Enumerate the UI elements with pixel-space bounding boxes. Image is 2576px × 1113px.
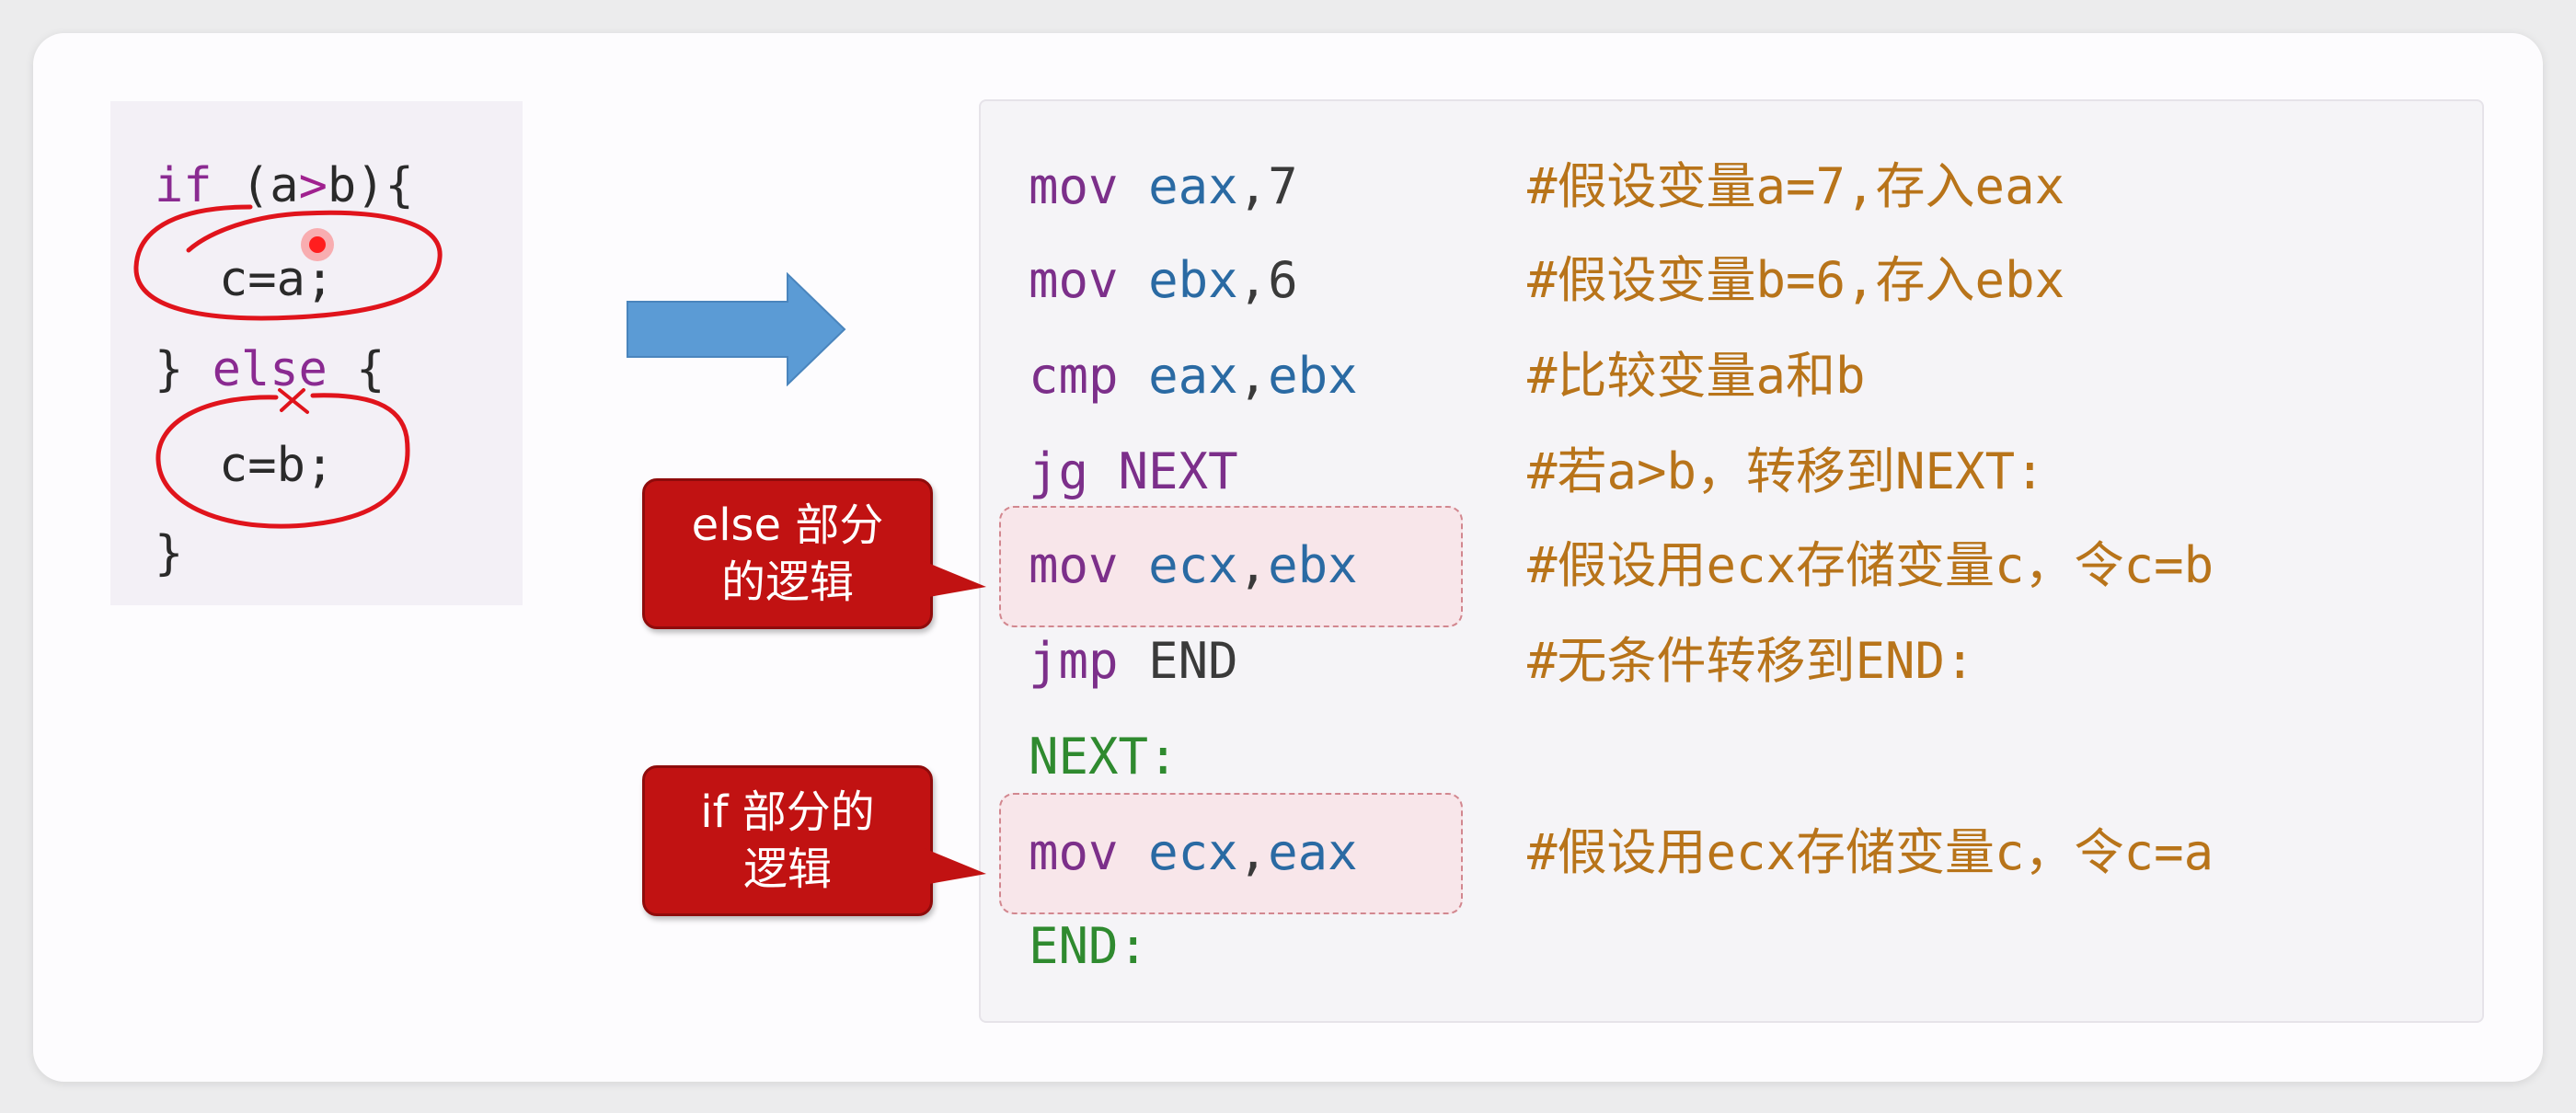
- asm-register: eax: [1148, 157, 1238, 215]
- asm-comment-6: #无条件转移到END:: [1527, 632, 1975, 690]
- keyword-if: if: [155, 158, 213, 213]
- asm-mnemonic: jg: [1029, 442, 1089, 500]
- asm-register: ebx: [1268, 536, 1358, 594]
- if-highlight-box: [999, 793, 1463, 914]
- asm-row-2: mov ebx,6: [1029, 248, 1298, 313]
- else-highlight-box: [999, 506, 1463, 627]
- asm-comment-8: #假设用ecx存储变量c，令c=a: [1527, 823, 2214, 881]
- asm-register: ebx: [1148, 251, 1238, 309]
- asm-separator: ,: [1237, 347, 1269, 405]
- else-callout-tail: [924, 561, 986, 598]
- asm-row-3: cmp eax,ebx: [1029, 344, 1358, 408]
- asm-comment-2: #假设变量b=6,存入ebx: [1527, 251, 2065, 309]
- asm-mnemonic: mov: [1029, 823, 1119, 881]
- if-callout-text: if 部分的 逻辑: [700, 786, 875, 895]
- asm-mnemonic: mov: [1029, 536, 1119, 594]
- asm-comment-5: #假设用ecx存储变量c，令c=b: [1527, 536, 2214, 594]
- asm-register: ecx: [1148, 536, 1238, 594]
- code-line-else: } else {: [155, 342, 385, 397]
- code-line-if: if (a>b){: [155, 158, 414, 213]
- code-token: b){: [327, 158, 414, 213]
- asm-mnemonic: cmp: [1029, 347, 1119, 405]
- code-line-assign-a: c=a;: [219, 252, 335, 307]
- asm-mnemonic: jmp: [1029, 632, 1119, 690]
- right-arrow-icon: [627, 272, 846, 386]
- asm-row-6: jmp END: [1029, 629, 1238, 694]
- else-callout: else 部分 的逻辑: [642, 478, 933, 629]
- asm-comment-3: #比较变量a和b: [1527, 347, 1866, 405]
- code-line-assign-b: c=b;: [219, 438, 335, 493]
- asm-register: eax: [1148, 347, 1238, 405]
- else-callout-text: else 部分 的逻辑: [691, 499, 884, 608]
- asm-register: eax: [1268, 823, 1358, 881]
- asm-label-next: NEXT:: [1029, 728, 1179, 786]
- if-callout-tail: [924, 848, 986, 885]
- asm-operand: 6: [1268, 251, 1298, 309]
- asm-label-end: END:: [1029, 917, 1149, 975]
- asm-mnemonic: mov: [1029, 157, 1119, 215]
- asm-separator: ,: [1237, 157, 1269, 215]
- code-token: (a: [240, 158, 299, 213]
- asm-row-5: mov ecx,ebx: [1029, 534, 1358, 598]
- asm-comment-4: #若a>b，转移到NEXT:: [1527, 442, 2045, 500]
- asm-mnemonic: mov: [1029, 251, 1119, 309]
- asm-label-ref: END: [1148, 632, 1238, 690]
- asm-row-4: jg NEXT: [1029, 440, 1238, 504]
- code-token: >: [298, 158, 328, 213]
- asm-register: ebx: [1268, 347, 1358, 405]
- c-code-block: if (a>b){ c=a; } else { c=b; }: [110, 101, 523, 605]
- asm-row-8: mov ecx,eax: [1029, 820, 1358, 885]
- asm-operand: 7: [1268, 157, 1298, 215]
- asm-register: ecx: [1148, 823, 1238, 881]
- asm-separator: ,: [1237, 251, 1269, 309]
- asm-separator: ,: [1237, 536, 1269, 594]
- asm-comment-1: #假设变量a=7,存入eax: [1527, 157, 2065, 215]
- asm-row-1: mov eax,7: [1029, 155, 1298, 219]
- code-line-close: }: [155, 526, 184, 581]
- asm-separator: ,: [1237, 823, 1269, 881]
- keyword-else: else: [212, 342, 328, 397]
- asm-label-ref: NEXT: [1118, 442, 1238, 500]
- code-token: {: [356, 342, 385, 397]
- if-callout: if 部分的 逻辑: [642, 765, 933, 916]
- code-token: }: [155, 342, 184, 397]
